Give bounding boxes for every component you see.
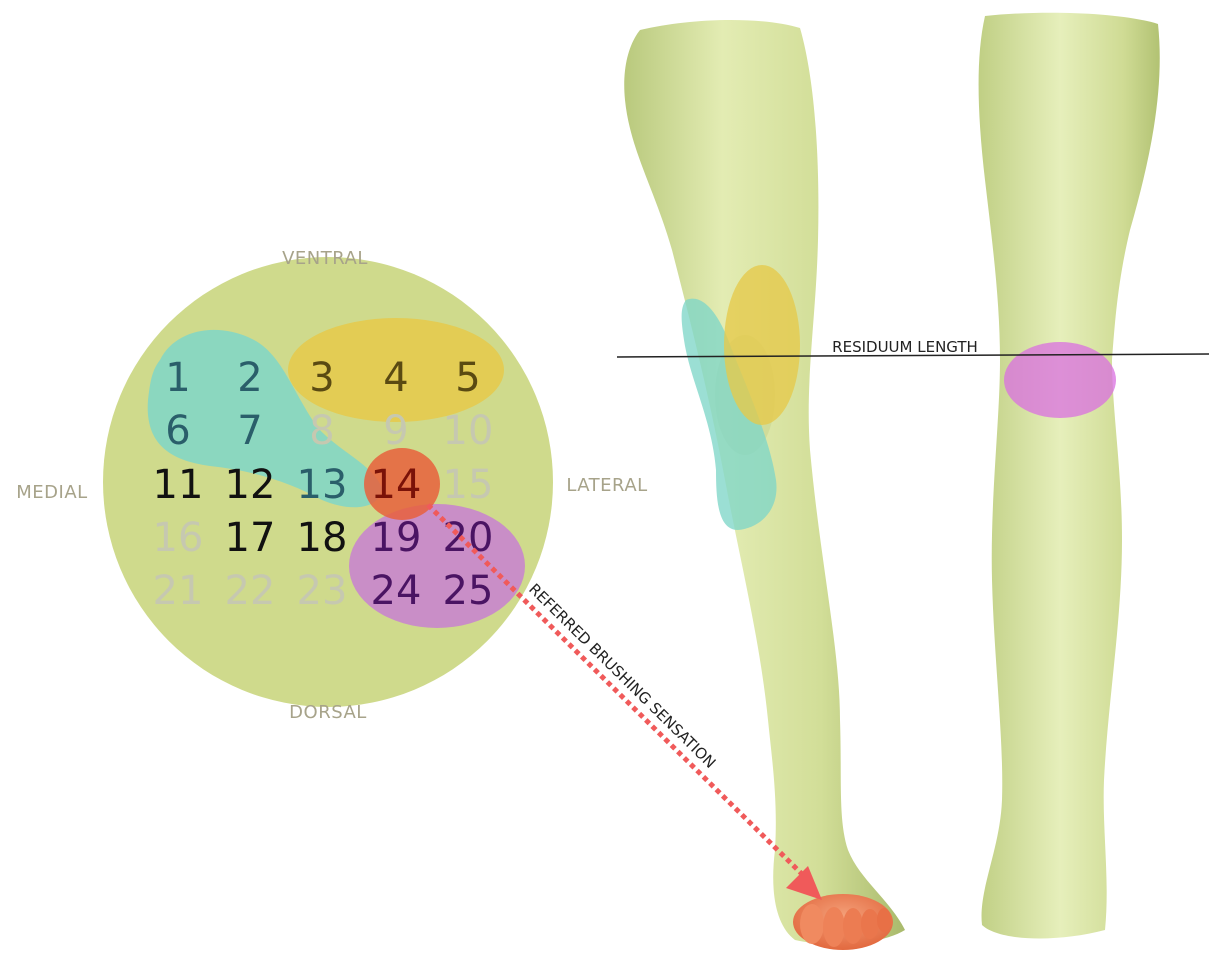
- grid-cell-23: 23: [297, 568, 348, 614]
- grid-cell-5: 5: [455, 355, 480, 401]
- grid-cell-18: 18: [297, 515, 348, 561]
- grid-cell-3: 3: [309, 355, 334, 401]
- lateral-label: LATERAL: [566, 475, 647, 496]
- grid-cell-16: 16: [153, 515, 204, 561]
- grid-cell-11: 11: [153, 462, 204, 508]
- grid-cell-25: 25: [443, 568, 494, 614]
- residuum-length-label: RESIDUUM LENGTH: [832, 338, 978, 356]
- toe: [843, 908, 863, 944]
- referred-sensation-label: REFERRED BRUSHING SENSATION: [525, 580, 719, 772]
- leg-back-view: [979, 13, 1160, 939]
- grid-cell-10: 10: [443, 408, 494, 454]
- toe: [823, 907, 845, 947]
- leg-front-view: [624, 20, 905, 950]
- medial-label: MEDIAL: [16, 482, 87, 503]
- grid-cell-21: 21: [153, 568, 204, 614]
- grid-cell-4: 4: [383, 355, 408, 401]
- grid-cell-1: 1: [165, 355, 190, 401]
- toe: [877, 908, 891, 932]
- grid-cell-17: 17: [225, 515, 276, 561]
- toes: [793, 894, 893, 950]
- toe: [861, 909, 879, 939]
- leg-gold-region: [724, 265, 800, 425]
- grid-cell-15: 15: [443, 462, 494, 508]
- grid-cell-14: 14: [371, 462, 422, 508]
- leg-purple-region: [1004, 342, 1116, 418]
- grid-cell-6: 6: [165, 408, 190, 454]
- grid-cell-2: 2: [237, 355, 262, 401]
- toe: [800, 904, 824, 944]
- grid-cell-7: 7: [237, 408, 262, 454]
- grid-cell-13: 13: [297, 462, 348, 508]
- grid-cell-9: 9: [383, 408, 408, 454]
- ventral-label: VENTRAL: [282, 248, 368, 269]
- grid-cell-20: 20: [443, 515, 494, 561]
- grid-cell-22: 22: [225, 568, 276, 614]
- dorsal-label: DORSAL: [289, 702, 367, 723]
- grid-cell-24: 24: [371, 568, 422, 614]
- back-leg-shape: [979, 13, 1160, 939]
- grid-cell-12: 12: [225, 462, 276, 508]
- grid-cell-19: 19: [371, 515, 422, 561]
- grid-cell-8: 8: [309, 408, 334, 454]
